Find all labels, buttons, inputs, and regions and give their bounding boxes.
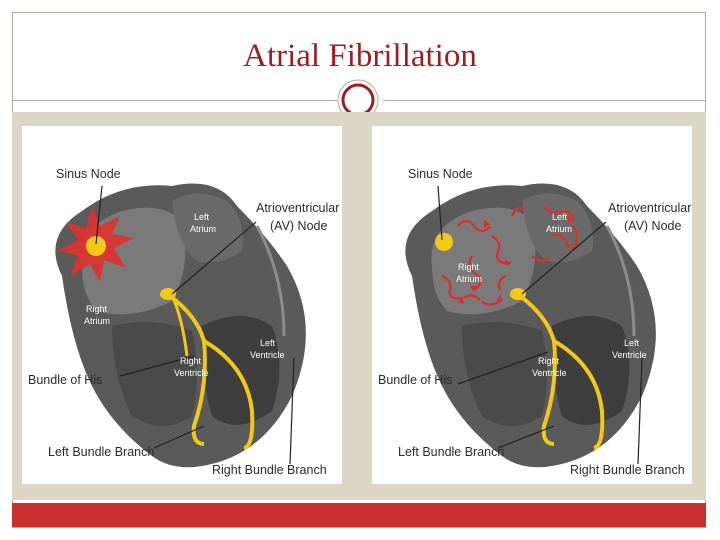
- label-sinus-node: Sinus Node: [56, 167, 121, 181]
- label-right-ventricle-1: Right: [180, 356, 202, 366]
- atrial-fibrillation-diagram: Sinus Node Atrioventricular (AV) Node Bu…: [372, 126, 692, 484]
- label-left-ventricle-2: Ventricle: [612, 350, 647, 360]
- label-av-node-line2: (AV) Node: [270, 219, 327, 233]
- label-sinus-node: Sinus Node: [408, 167, 473, 181]
- slide-title: Atrial Fibrillation: [0, 38, 720, 75]
- footer-accent-bar: [12, 503, 706, 527]
- label-av-node-line1: Atrioventricular: [256, 201, 339, 215]
- label-av-node-line2: (AV) Node: [624, 219, 681, 233]
- label-right-atrium-2: Atrium: [84, 316, 110, 326]
- av-node: [510, 288, 526, 300]
- label-left-bundle-branch: Left Bundle Branch: [48, 445, 154, 459]
- label-left-ventricle-2: Ventricle: [250, 350, 285, 360]
- title-divider-left: [12, 100, 337, 101]
- label-bundle-of-his: Bundle of His: [378, 373, 452, 387]
- label-av-node-line1: Atrioventricular: [608, 201, 691, 215]
- label-left-bundle-branch: Left Bundle Branch: [398, 445, 504, 459]
- label-left-ventricle-1: Left: [624, 338, 640, 348]
- label-right-atrium-1: Right: [86, 304, 108, 314]
- label-left-atrium-2: Atrium: [546, 224, 572, 234]
- label-right-ventricle-2: Ventricle: [532, 368, 567, 378]
- label-left-atrium-2: Atrium: [190, 224, 216, 234]
- label-left-atrium-1: Left: [194, 212, 210, 222]
- label-right-bundle-branch: Right Bundle Branch: [570, 463, 685, 477]
- label-left-ventricle-1: Left: [260, 338, 276, 348]
- heart-illustration: [405, 184, 656, 468]
- label-right-bundle-branch: Right Bundle Branch: [212, 463, 327, 477]
- normal-conduction-diagram: Sinus Node Atrioventricular (AV) Node Bu…: [22, 126, 342, 484]
- label-right-ventricle-2: Ventricle: [174, 368, 209, 378]
- av-node: [160, 288, 176, 300]
- label-bundle-of-his: Bundle of His: [28, 373, 102, 387]
- sinus-node: [435, 233, 453, 251]
- title-divider-right: [383, 100, 706, 101]
- label-right-atrium-2: Atrium: [456, 274, 482, 284]
- label-left-atrium-1: Left: [552, 212, 568, 222]
- label-right-ventricle-1: Right: [538, 356, 560, 366]
- label-right-atrium-1: Right: [458, 262, 480, 272]
